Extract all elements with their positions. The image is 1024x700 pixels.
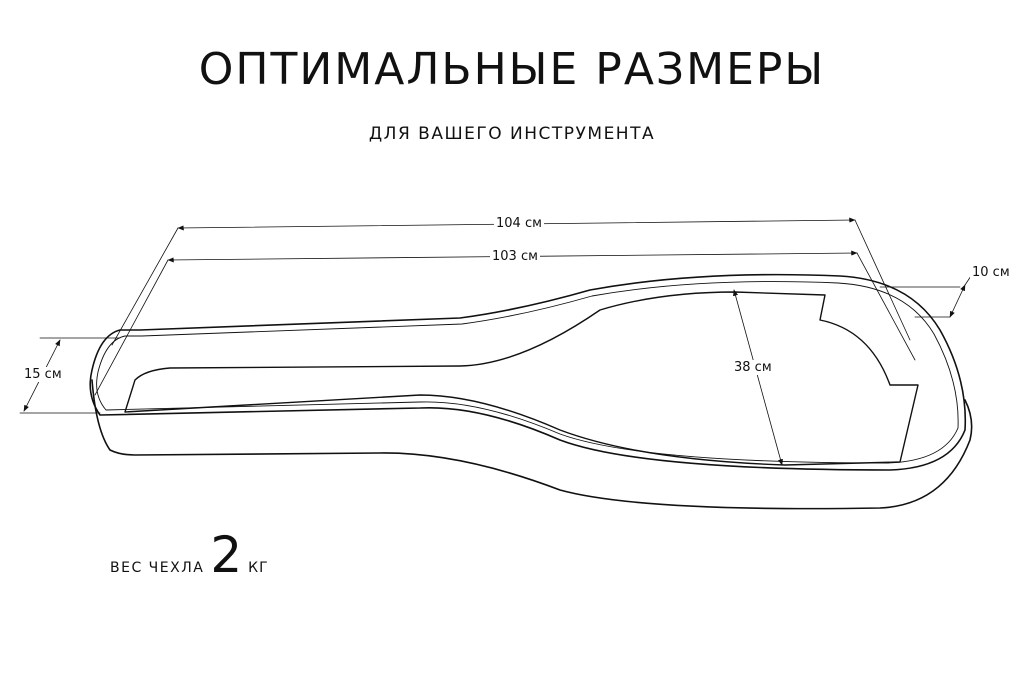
- case-rim: [89, 273, 973, 510]
- case-weight: ВЕС ЧЕХЛА 2 КГ: [110, 530, 269, 580]
- page-title: ОПТИМАЛЬНЫЕ РАЗМЕРЫ: [198, 44, 826, 95]
- weight-value: 2: [210, 526, 243, 584]
- outer-length-label: 104 см: [494, 216, 544, 231]
- weight-label: ВЕС ЧЕХЛА: [110, 560, 205, 576]
- inner-length-label: 103 см: [490, 249, 540, 264]
- body-width-label: 38 см: [732, 360, 774, 375]
- page-subtitle: ДЛЯ ВАШЕГО ИНСТРУМЕНТА: [368, 124, 656, 144]
- weight-unit: КГ: [248, 560, 269, 576]
- neck-height-label: 10 см: [970, 265, 1012, 280]
- body-height-label: 15 см: [22, 367, 64, 382]
